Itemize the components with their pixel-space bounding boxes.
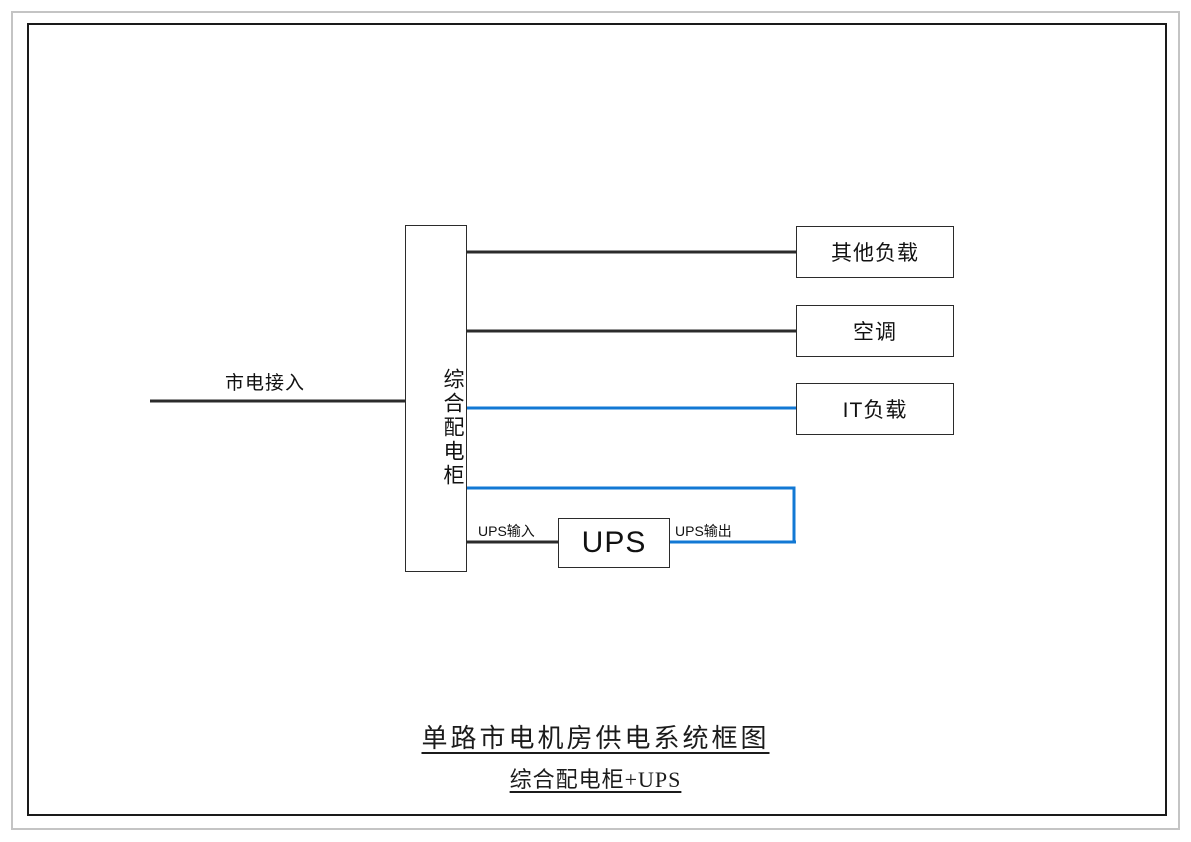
wire-label-ups-input: UPS输入 (478, 523, 535, 539)
node-other-load[interactable]: 其他负载 (796, 226, 954, 278)
page-outer-frame (11, 11, 1180, 830)
node-ups[interactable]: UPS (558, 518, 670, 568)
wire-cabinet-blue-bus (466, 486, 796, 542)
wire-label-ups-output: UPS输出 (675, 523, 732, 539)
node-air-conditioner-load[interactable]: 空调 (796, 305, 954, 357)
page-inner-frame (27, 23, 1167, 816)
node-it-load[interactable]: IT负载 (796, 383, 954, 435)
figure-title-sub: 综合配电柜+UPS (509, 767, 682, 792)
figure-title-main: 单路市电机房供电系统框图 (421, 724, 770, 753)
figure-caption: 单路市电机房供电系统框图 综合配电柜+UPS (0, 718, 1191, 794)
node-main-distribution-cabinet[interactable]: 综合配电柜 (405, 225, 467, 572)
mains-input-label: 市电接入 (225, 373, 306, 394)
